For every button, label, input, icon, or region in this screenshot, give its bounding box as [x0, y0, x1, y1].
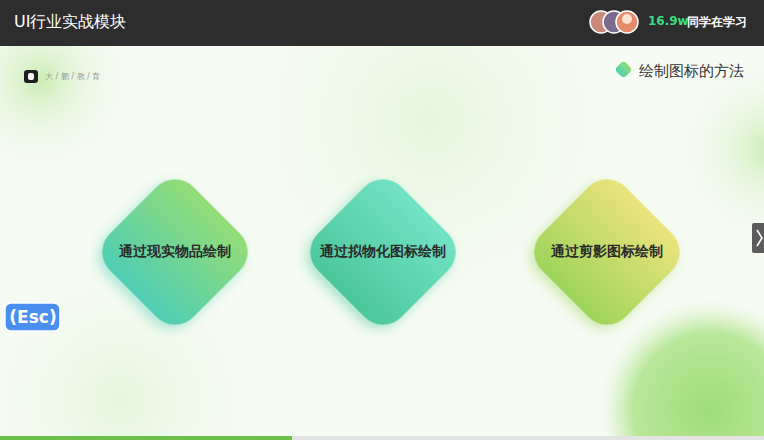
brand-watermark: 大 / 鹏 / 教 / 育 [45, 71, 100, 82]
diamond-label: 通过剪影图标绘制 [551, 243, 663, 261]
learner-count: 16.9w [648, 14, 689, 28]
rounded-diamond: 通过剪影图标绘制 [522, 167, 692, 337]
esc-button-label: (Esc) [7, 305, 59, 329]
rounded-diamond: 通过拟物化图标绘制 [298, 167, 468, 337]
learner-caption: 同学在学习 [687, 14, 747, 31]
diamond-label: 通过现实物品绘制 [119, 243, 231, 261]
course-title: UI行业实战模块 [14, 12, 126, 33]
diamond-label: 通过拟物化图标绘制 [320, 243, 446, 261]
section-heading: 绘制图标的方法 [639, 62, 744, 81]
rounded-diamond: 通过现实物品绘制 [90, 167, 260, 337]
